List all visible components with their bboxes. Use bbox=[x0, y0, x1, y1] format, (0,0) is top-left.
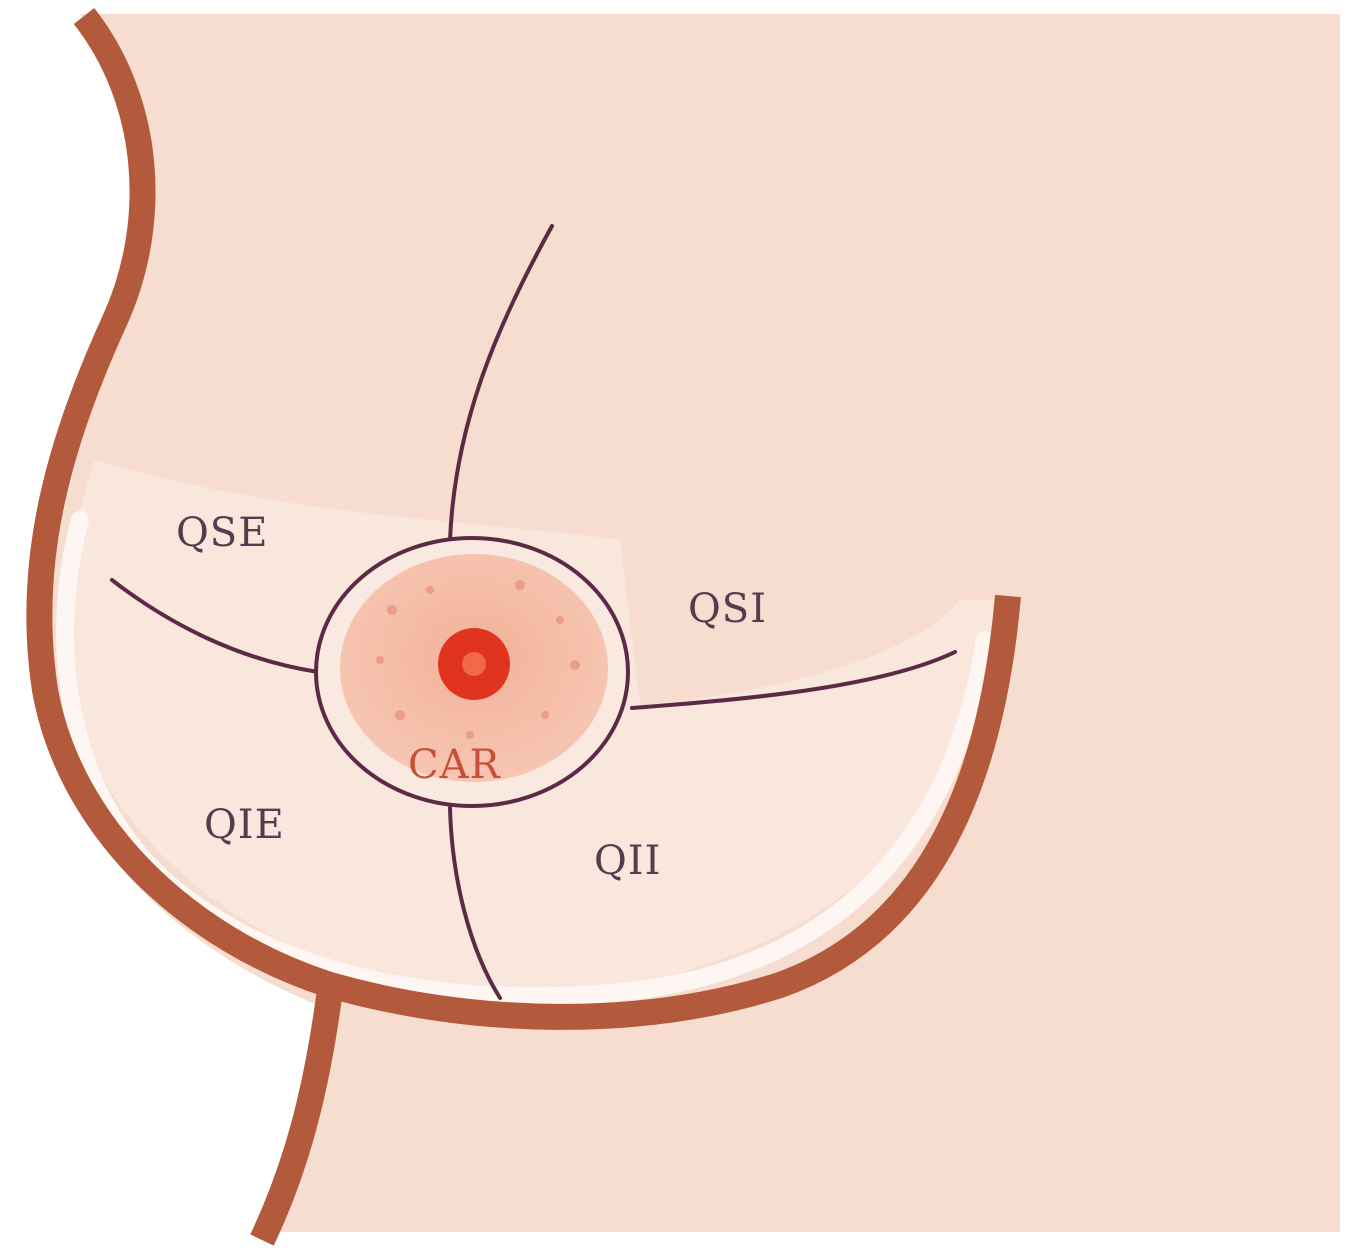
label-central: CAR bbox=[408, 742, 501, 788]
label-lower-inner: QII bbox=[594, 838, 661, 884]
nipple-center bbox=[462, 652, 486, 676]
label-upper-outer: QSE bbox=[176, 510, 268, 556]
label-lower-outer: QIE bbox=[204, 802, 285, 848]
label-upper-inner: QSI bbox=[688, 586, 767, 632]
